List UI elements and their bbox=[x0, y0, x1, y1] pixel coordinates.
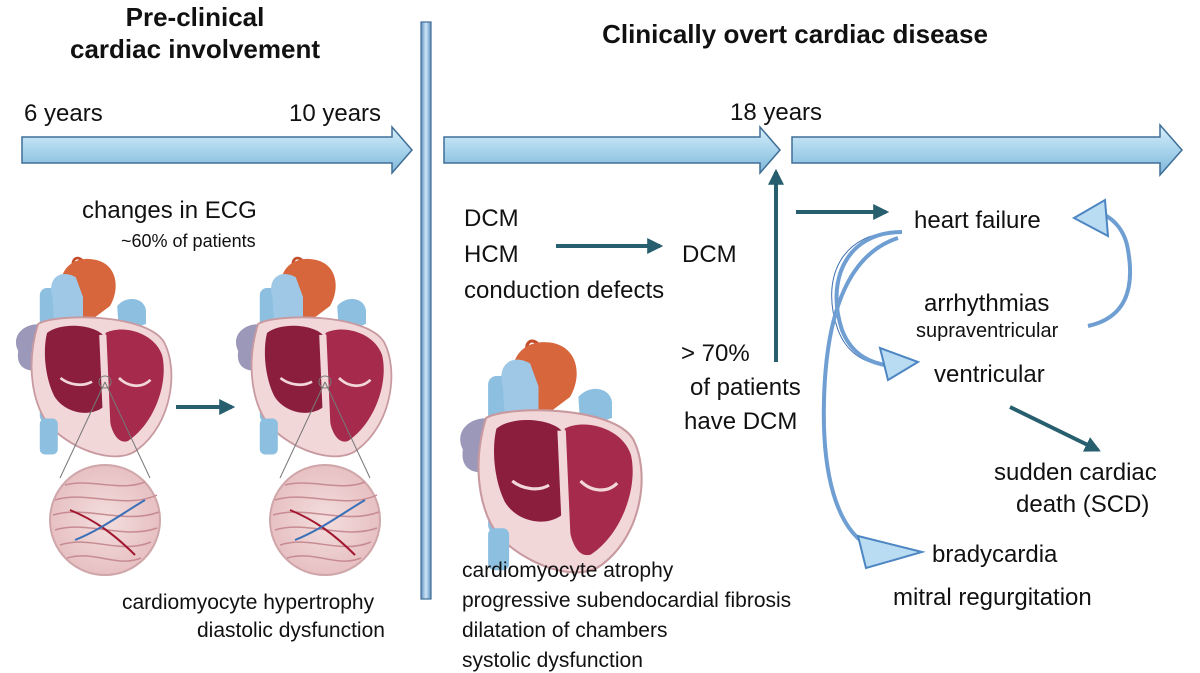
phenotype-conduction-defects: conduction defects bbox=[464, 277, 665, 304]
timeline-label-10-years: 10 years bbox=[289, 100, 382, 127]
phase-separator bbox=[420, 21, 432, 600]
hypertrophic-heart-illustration bbox=[236, 258, 391, 456]
outcome-bradycardia: bradycardia bbox=[932, 541, 1058, 568]
timeline-arrow-3 bbox=[791, 123, 1183, 177]
clinical-finding-4: systolic dysfunction bbox=[462, 649, 643, 672]
timeline-arrow-2 bbox=[443, 124, 781, 176]
outcome-arrhythmias: arrhythmias bbox=[924, 290, 1050, 317]
normal-heart-illustration bbox=[16, 258, 171, 456]
preclinical-header-line1: Pre-clinical bbox=[125, 2, 265, 32]
timeline-arrow-1 bbox=[21, 124, 413, 176]
curve-arrowheads bbox=[856, 198, 1110, 570]
outcome-scd-line2: death (SCD) bbox=[1016, 491, 1150, 518]
dcm-stat-line3: have DCM bbox=[684, 408, 798, 435]
phenotype-dcm: DCM bbox=[464, 205, 519, 232]
outcome-heart-failure: heart failure bbox=[914, 207, 1041, 234]
zoom-lines bbox=[59, 375, 371, 479]
outcome-mitral-regurgitation: mitral regurgitation bbox=[893, 584, 1092, 611]
myocardium-fibre-normal bbox=[49, 464, 161, 576]
preclinical-header-line2: cardiac involvement bbox=[70, 34, 320, 64]
myocardium-fibre-hypertrophic bbox=[269, 464, 381, 576]
ecg-changes-subtitle: ~60% of patients bbox=[121, 231, 256, 251]
clinical-finding-2: progressive subendocardial fibrosis bbox=[462, 589, 792, 612]
complication-curves bbox=[821, 210, 1133, 550]
clinical-finding-3: dilatation of chambers bbox=[462, 619, 668, 642]
timeline-label-6-years: 6 years bbox=[24, 100, 103, 127]
arrow-ventricular-to-scd bbox=[1009, 405, 1101, 452]
phenotype-hcm: HCM bbox=[464, 241, 519, 268]
timeline-label-18-years: 18 years bbox=[730, 99, 823, 126]
dcm-stat-line2: of patients bbox=[690, 374, 801, 401]
preclinical-finding-1: cardiomyocyte hypertrophy bbox=[122, 591, 375, 614]
outcome-scd-line1: sudden cardiac bbox=[994, 459, 1157, 486]
dcm-stat-line1: > 70% bbox=[681, 340, 750, 367]
outcome-ventricular: ventricular bbox=[934, 361, 1045, 388]
outcome-supraventricular: supraventricular bbox=[916, 320, 1059, 342]
progression-dcm: DCM bbox=[682, 241, 737, 268]
clinical-finding-1: cardiomyocyte atrophy bbox=[462, 559, 674, 582]
preclinical-finding-2: diastolic dysfunction bbox=[197, 619, 385, 642]
ecg-changes-title: changes in ECG bbox=[82, 197, 257, 224]
clinical-header: Clinically overt cardiac disease bbox=[602, 19, 988, 49]
dilated-heart-illustration bbox=[460, 341, 641, 572]
